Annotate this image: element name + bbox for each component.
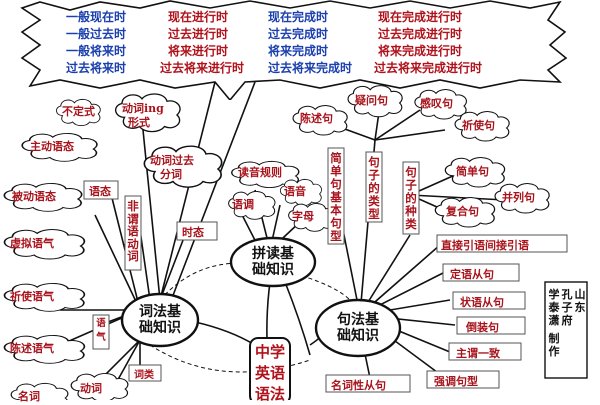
node-fuheju: 复合句: [446, 205, 479, 218]
node-dongci-ing: 动词ing: [122, 102, 164, 115]
node-cilei: 词类: [134, 370, 154, 381]
credit-col-3: 学泰潇: [548, 288, 560, 327]
tense-cell: 过去将来时: [66, 61, 127, 75]
center-title: 中学 英语 语法: [252, 342, 288, 405]
node-mingci: 名词: [18, 390, 40, 403]
tense-cell: 将来完成时: [268, 44, 329, 58]
node-chenshuju: 陈述句: [300, 112, 333, 125]
center-title-line3: 语法: [254, 385, 285, 403]
node-gantanju: 感叹句: [420, 97, 453, 110]
node-duyin-guize: 读音规则: [238, 166, 282, 179]
node-zhuwei-yizhi: 主谓一致: [456, 347, 500, 360]
node-xuni-yuqi: 虚拟语气: [10, 237, 54, 250]
node-budingshi: 不定式: [62, 105, 95, 118]
node-binglieju: 并列句: [502, 191, 535, 204]
node-zimu: 字母: [292, 210, 314, 223]
node-yuqi: 语气: [96, 318, 106, 343]
tense-cell: 过去进行时: [168, 27, 229, 41]
node-mingcixing-congju: 名词性从句: [331, 379, 386, 392]
node-dongci: 动词: [80, 382, 102, 395]
hub-jufa-oval: [314, 298, 402, 358]
hub-pinyin-line2: 础知识: [252, 262, 294, 278]
credit-col-2: 孔子府: [561, 288, 573, 327]
node-shitai: 时态: [182, 226, 204, 239]
tense-table: 一般现在时 现在进行时 现在完成时 现在完成进行时 一般过去时 过去进行时 过去…: [58, 6, 518, 82]
hub-pinyin-oval: [229, 236, 317, 288]
center-title-line1: 中学: [254, 343, 285, 361]
node-qishi-yuqi: 祈使语气: [10, 290, 54, 303]
hub-cifa: 词法基 础知识: [131, 304, 189, 336]
hub-pinyin-line1: 拼读基: [252, 246, 294, 262]
tense-cell: 一般过去时: [66, 27, 127, 41]
node-yudiao: 语调: [232, 198, 254, 211]
node-zhuangyu-congju: 状语从句: [460, 296, 504, 309]
hub-cifa-line1: 词法基: [139, 304, 181, 320]
tense-banner-bubble: [20, 0, 568, 100]
node-jiandanju: 简单句: [456, 165, 489, 178]
hub-jufa-line1: 句法基: [337, 312, 379, 328]
tense-cell: 将来进行时: [168, 44, 229, 58]
tense-cell: 过去将来完成进行时: [374, 61, 483, 75]
hub-cifa-oval: [120, 292, 200, 348]
tense-cell: 一般现在时: [66, 10, 127, 24]
node-yutai: 语态: [89, 185, 111, 198]
node-yuyin: 语音: [284, 185, 306, 198]
node-zhijie-jianjie: 直接引语间接引语: [441, 239, 529, 252]
center-title-line2: 英语: [254, 364, 285, 382]
node-juzi-leixing: 句子的类型: [368, 155, 380, 221]
credit-box: 山东 孔子府 学泰潇 制作: [548, 288, 586, 376]
tense-cell: 过去将来完成时: [268, 61, 353, 75]
node-qiangdiao-juxing: 强调句型: [434, 375, 478, 388]
node-xingshi: 形式: [128, 116, 150, 129]
tense-cell: 将来完成进行时: [378, 44, 463, 58]
node-daozhuangju: 倒装句: [466, 321, 499, 334]
node-zhudong-yutai: 主动语态: [30, 140, 74, 153]
node-dingyu-congju: 定语从句: [450, 268, 494, 281]
credit-col-4: 制作: [548, 332, 560, 358]
node-feiwei-dongci: 非谓语动词: [127, 199, 139, 263]
node-yiwenju: 疑问句: [355, 94, 388, 107]
center-box: [249, 337, 291, 400]
credit-col-1: 山东: [574, 288, 586, 314]
node-jiandanju-jiben-juxing: 简单句基本句型: [330, 151, 342, 243]
tense-cell: 现在完成时: [268, 10, 329, 24]
tense-cell: 一般将来时: [66, 44, 127, 58]
node-fenci: 分词: [160, 168, 182, 181]
node-guoqufenci: 动词过去: [150, 154, 194, 167]
hub-pinyin: 拼读基 础知识: [244, 246, 302, 278]
node-chenshu-yuqi: 陈述语气: [10, 342, 54, 355]
tense-cell: 现在完成进行时: [378, 10, 463, 24]
tense-cell: 过去将来进行时: [160, 61, 245, 75]
tense-cell: 现在进行时: [168, 10, 229, 24]
hub-jufa: 句法基 础知识: [329, 312, 387, 344]
hub-jufa-line2: 础知识: [337, 328, 379, 344]
hub-cifa-line2: 础知识: [139, 320, 181, 336]
node-juzi-zhonglei: 句子的种类: [405, 165, 417, 231]
tense-cell: 过去完成进行时: [378, 27, 463, 41]
node-beidong-yutai: 被动语态: [12, 190, 56, 203]
tense-cell: 过去完成时: [268, 27, 329, 41]
node-qishiju: 祈使句: [462, 119, 495, 132]
